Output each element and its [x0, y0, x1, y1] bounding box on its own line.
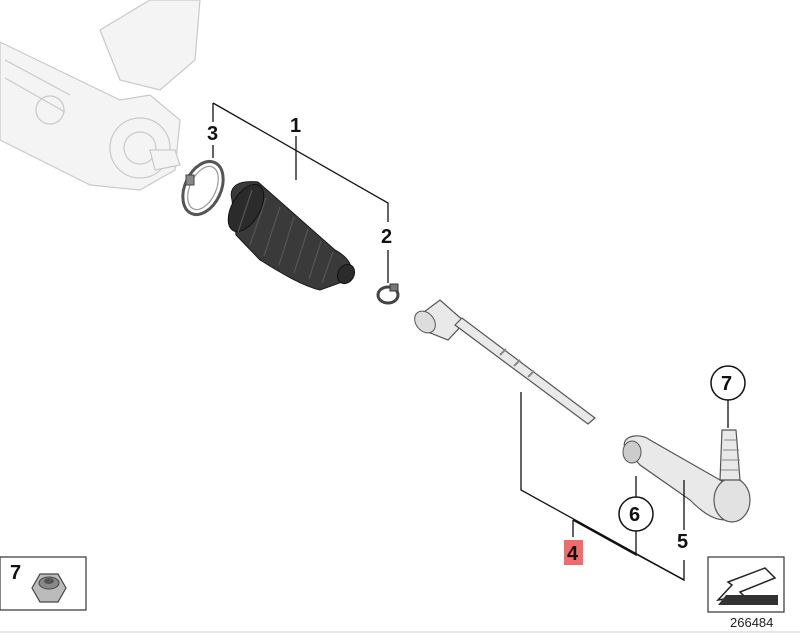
- inset-callout-7: 7: [10, 562, 21, 584]
- callout-4-highlight: [564, 540, 583, 565]
- arrow-icon: [715, 567, 778, 605]
- callout-1: 1: [290, 115, 301, 137]
- callout-3: 3: [207, 123, 218, 145]
- inset-nut-box: 7: [0, 556, 87, 611]
- callout-5: 5: [677, 531, 688, 553]
- nut-icon: [31, 573, 67, 603]
- reference-box: [707, 556, 785, 613]
- clamp-ring: [181, 160, 225, 216]
- reference-number: 266484: [730, 615, 773, 630]
- outer-tie-rod-end: [622, 429, 751, 523]
- callout-7-circle: [710, 365, 746, 401]
- callout-6-circle: [618, 496, 654, 532]
- callout-4: 4: [567, 543, 579, 565]
- small-clamp: [376, 283, 400, 305]
- callout-2: 2: [381, 226, 392, 248]
- leader-lines: [212, 102, 729, 582]
- callout-6: 6: [629, 504, 640, 526]
- inner-tie-rod: [414, 299, 596, 425]
- bellows-boot: [227, 181, 356, 291]
- steering-rack-housing: [0, 0, 201, 191]
- callout-7: 7: [721, 373, 732, 395]
